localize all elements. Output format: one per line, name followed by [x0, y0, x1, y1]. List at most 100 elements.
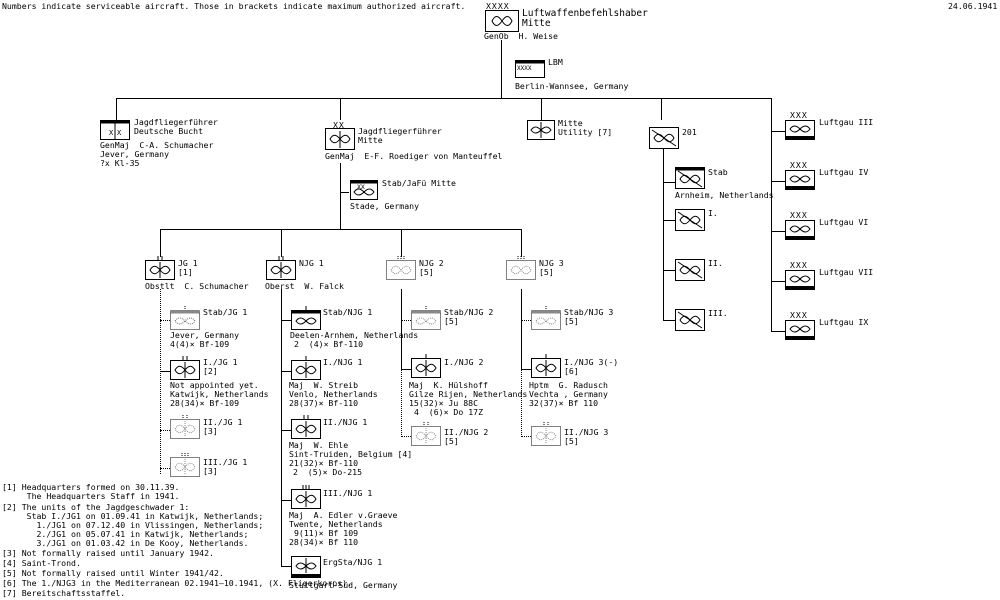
jg1-symbol: [145, 256, 175, 280]
stab-jafu-location: Stade, Germany: [350, 201, 420, 211]
njg1-group2-commander: Maj W. Ehle: [289, 440, 349, 450]
unit-201-stab-label: Stab: [708, 167, 728, 177]
jg1-commander: Obstlt C. Schumacher: [145, 281, 249, 291]
legend-note: Numbers indicate serviceable aircraft. T…: [2, 1, 466, 11]
rank-marks-stab-jafu: XX: [357, 183, 365, 191]
rank-marks-luftgau-9: XXX: [790, 310, 808, 320]
njg2-group2-symbol: [411, 422, 441, 446]
njg2-stab-ref: [5]: [444, 316, 459, 326]
njg3-stab-label: Stab/NJG 3: [564, 307, 614, 317]
svg-text:X: X: [109, 129, 114, 137]
jg1-group1-aircraft: 28(34)× Bf-109: [170, 398, 240, 408]
luftgau-4-label: Luftgau IV: [819, 167, 869, 177]
footnote-line: [5] Not formally raised until Winter 194…: [2, 568, 224, 578]
jg1-group1-commander: Not appointed yet.: [170, 380, 259, 390]
footnote-line: [1] Headquarters formed on 30.11.39.: [2, 482, 180, 492]
jafu-db-location: Jever, Germany: [100, 149, 170, 159]
utility-name-1: Mitte: [558, 118, 583, 128]
njg2-stab-label: Stab/NJG 2: [444, 307, 494, 317]
utility-name-2: Utility [7]: [558, 127, 613, 137]
njg3-group1-location: Vechta , Germany: [529, 389, 608, 399]
njg3-symbol: [506, 256, 536, 280]
njg1-ergsta-location: Stuttgart-Süd, Germany: [289, 580, 398, 590]
footnote-line: The Headquarters Staff in 1941.: [2, 491, 180, 501]
svg-text:X: X: [117, 129, 122, 137]
stab-jafu-symbol: [350, 180, 378, 200]
lbm-label: LBM: [548, 57, 563, 67]
jafu-mitte-commander: GenMaj E-F. Roediger von Manteuffel: [325, 151, 503, 161]
fighter-command-symbol-deutsche-bucht: X X: [100, 120, 130, 140]
chart-date: 24.06.1941: [948, 1, 998, 11]
njg3-group2-label: II./NJG 3: [564, 427, 609, 437]
njg1-group1-aircraft: 28(37)× Bf-110: [289, 398, 359, 408]
utility-squadron-symbol: [527, 120, 555, 140]
unit-201-stab-symbol: [675, 167, 705, 189]
njg2-group1-commander: Maj K. Hülshoff: [409, 380, 488, 390]
njg2-name: NJG 2: [419, 258, 444, 268]
jg1-group1-location: Katwijk, Netherlands: [170, 389, 269, 399]
luftgau-9-symbol: [785, 320, 815, 340]
luftgau-7-label: Luftgau VII: [819, 267, 874, 277]
luftgau-7-symbol: [785, 270, 815, 290]
njg3-group1-ref: [6]: [564, 366, 579, 376]
jg1-group1-label: I./JG 1: [203, 357, 238, 367]
njg3-group1-aircraft: 32(37)× Bf 110: [529, 398, 599, 408]
njg1-stab-location: Deelen-Arnhem, Netherlands: [290, 330, 419, 340]
unit-201-group-2-symbol: [675, 259, 705, 281]
unit-201-group-1-label: I.: [708, 208, 718, 218]
hq-symbol-luftwaffenbefehlshaber: [485, 10, 519, 32]
jafu-db-name-2: Deutsche Bucht: [134, 126, 204, 136]
unit-201-group-3-symbol: [675, 309, 705, 331]
njg1-group1-symbol: [291, 356, 321, 380]
njg1-symbol: [266, 256, 296, 280]
jg1-group1-symbol: [170, 356, 200, 380]
njg3-group1-label: I./NJG 3(-): [564, 357, 619, 367]
jg1-stab-aircraft: 4(4)× Bf-109: [170, 339, 230, 349]
jg1-group3-ref: [3]: [203, 466, 218, 476]
jafu-mitte-name-2: Mitte: [358, 135, 383, 145]
jg1-group1-ref: [2]: [203, 366, 218, 376]
footnote-line: [7] Bereitschaftsstaffel.: [2, 588, 126, 598]
njg3-stab-symbol: [531, 306, 561, 330]
njg1-group2-aircraft-2: 2 (5)× Do-215: [293, 467, 363, 477]
footnote-line: [2] The units of the Jagdgeschwader 1:: [2, 502, 190, 512]
jg1-stab-symbol: [170, 306, 200, 330]
njg2-group1-location: Gilze Rijen, Netherlands: [409, 389, 528, 399]
njg3-group2-ref: [5]: [564, 436, 579, 446]
footnote-line: [3] Not formally raised until January 19…: [2, 548, 214, 558]
hq-symbol-lbm: [515, 60, 545, 78]
footnote-line: 1./JG1 on 07.12.40 in Vlissingen, Nether…: [2, 520, 264, 530]
njg3-name: NJG 3: [539, 258, 564, 268]
njg2-group2-label: II./NJG 2: [444, 427, 489, 437]
top-commander: GenOb H. Weise: [484, 31, 558, 41]
lbm-location: Berlin-Wannsee, Germany: [515, 81, 629, 91]
njg1-group3-commander: Maj A. Edler v.Graeve: [289, 510, 398, 520]
unit-201-group-2-label: II.: [708, 258, 723, 268]
rank-marks-luftgau-6: XXX: [790, 210, 808, 220]
njg2-group1-aircraft-1: 15(32)× Ju 88C: [409, 398, 479, 408]
njg2-group1-label: I./NJG 2: [444, 357, 484, 367]
footnote-line: 2./JG1 on 05.07.41 in Katwijk, Netherlan…: [2, 529, 249, 539]
njg1-group2-symbol: [291, 415, 321, 439]
njg1-group1-commander: Maj W. Streib: [289, 380, 359, 390]
njg1-group3-location: Twente, Netherlands: [289, 519, 383, 529]
njg1-group3-symbol: [291, 485, 321, 509]
footnote-line: 3./JG1 on 01.03.42 in De Kooy, Netherlan…: [2, 538, 249, 548]
rank-marks-top: XXXX: [486, 1, 510, 11]
njg1-group2-label: II./NJG 1: [323, 417, 368, 427]
njg1-stab-aircraft: 2 (4)× Bf-110: [294, 339, 364, 349]
njg2-stab-symbol: [411, 306, 441, 330]
fighter-command-symbol-mitte: [325, 128, 355, 150]
top-name-2: Mitte: [522, 18, 551, 29]
jg1-group3-symbol: [170, 453, 200, 477]
njg1-ergsta-symbol: [291, 556, 321, 578]
jafu-db-aircraft: ?x Kl-35: [100, 158, 140, 168]
njg1-group2-location: Sint-Truiden, Belgium [4]: [289, 449, 413, 459]
njg1-group2-aircraft-1: 21(32)× Bf-110: [289, 458, 359, 468]
jg1-stab-location: Jever, Germany: [170, 330, 240, 340]
rank-marks-luftgau-4: XXX: [790, 160, 808, 170]
njg1-stab-label: Stab/NJG 1: [323, 307, 373, 317]
njg2-ref: [5]: [419, 267, 434, 277]
stab-jafu-name: Stab/JaFü Mitte: [382, 178, 456, 188]
njg2-group2-ref: [5]: [444, 436, 459, 446]
